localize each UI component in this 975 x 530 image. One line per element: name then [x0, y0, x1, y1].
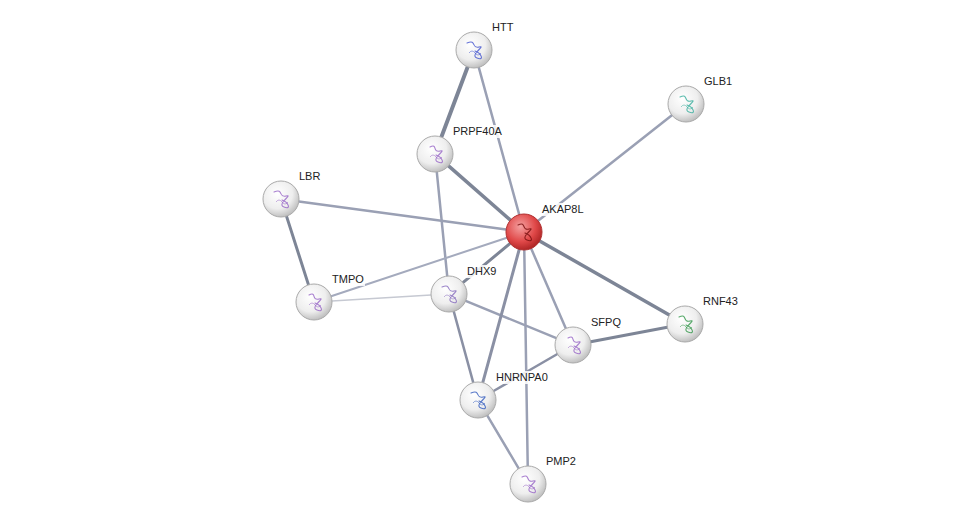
interaction-edge [331, 238, 507, 297]
interaction-edge [332, 295, 431, 301]
node-label: SFPQ [590, 316, 622, 329]
protein-node: DHX9 [430, 275, 468, 313]
protein-node: AKAP8L [505, 213, 543, 251]
node-sphere [505, 213, 543, 251]
node-label: HTT [491, 21, 514, 34]
protein-node: PRPF40A [416, 135, 454, 173]
node-sphere [509, 465, 547, 503]
node-sphere [459, 381, 497, 419]
node-label: AKAP8L [541, 203, 585, 216]
interaction-edge [487, 415, 519, 468]
node-sphere [455, 31, 493, 69]
node-sphere [667, 85, 705, 123]
interaction-edge [540, 241, 670, 315]
node-sphere [430, 275, 468, 313]
protein-node: RNF43 [666, 305, 704, 343]
protein-node: TMPO [295, 283, 333, 321]
interaction-edge [591, 327, 668, 341]
interaction-edge [531, 249, 566, 329]
interaction-edge [538, 115, 672, 221]
protein-node: SFPQ [554, 326, 592, 364]
node-sphere [554, 326, 592, 364]
protein-node: LBR [262, 180, 300, 218]
node-label: HNRNPA0 [495, 371, 549, 384]
node-label: TMPO [331, 273, 365, 286]
node-label: PRPF40A [452, 125, 503, 138]
node-sphere [666, 305, 704, 343]
node-sphere [262, 180, 300, 218]
node-label: LBR [298, 170, 321, 183]
node-label: GLB1 [703, 75, 733, 88]
interaction-edge [524, 250, 527, 466]
interaction-edge [479, 67, 519, 214]
interaction-edge [299, 201, 506, 229]
protein-node: HTT [455, 31, 493, 69]
interaction-edge [466, 301, 557, 338]
protein-node: HNRNPA0 [459, 381, 497, 419]
node-label: PMP2 [545, 455, 577, 468]
node-label: DHX9 [466, 265, 497, 278]
interaction-edge [286, 216, 308, 285]
interaction-edge [454, 311, 474, 382]
node-label: RNF43 [702, 295, 739, 308]
interaction-edge [449, 166, 511, 220]
protein-node: GLB1 [667, 85, 705, 123]
node-sphere [295, 283, 333, 321]
interaction-edge [494, 354, 558, 391]
protein-node: PMP2 [509, 465, 547, 503]
interaction-edge [463, 243, 510, 282]
node-sphere [416, 135, 454, 173]
